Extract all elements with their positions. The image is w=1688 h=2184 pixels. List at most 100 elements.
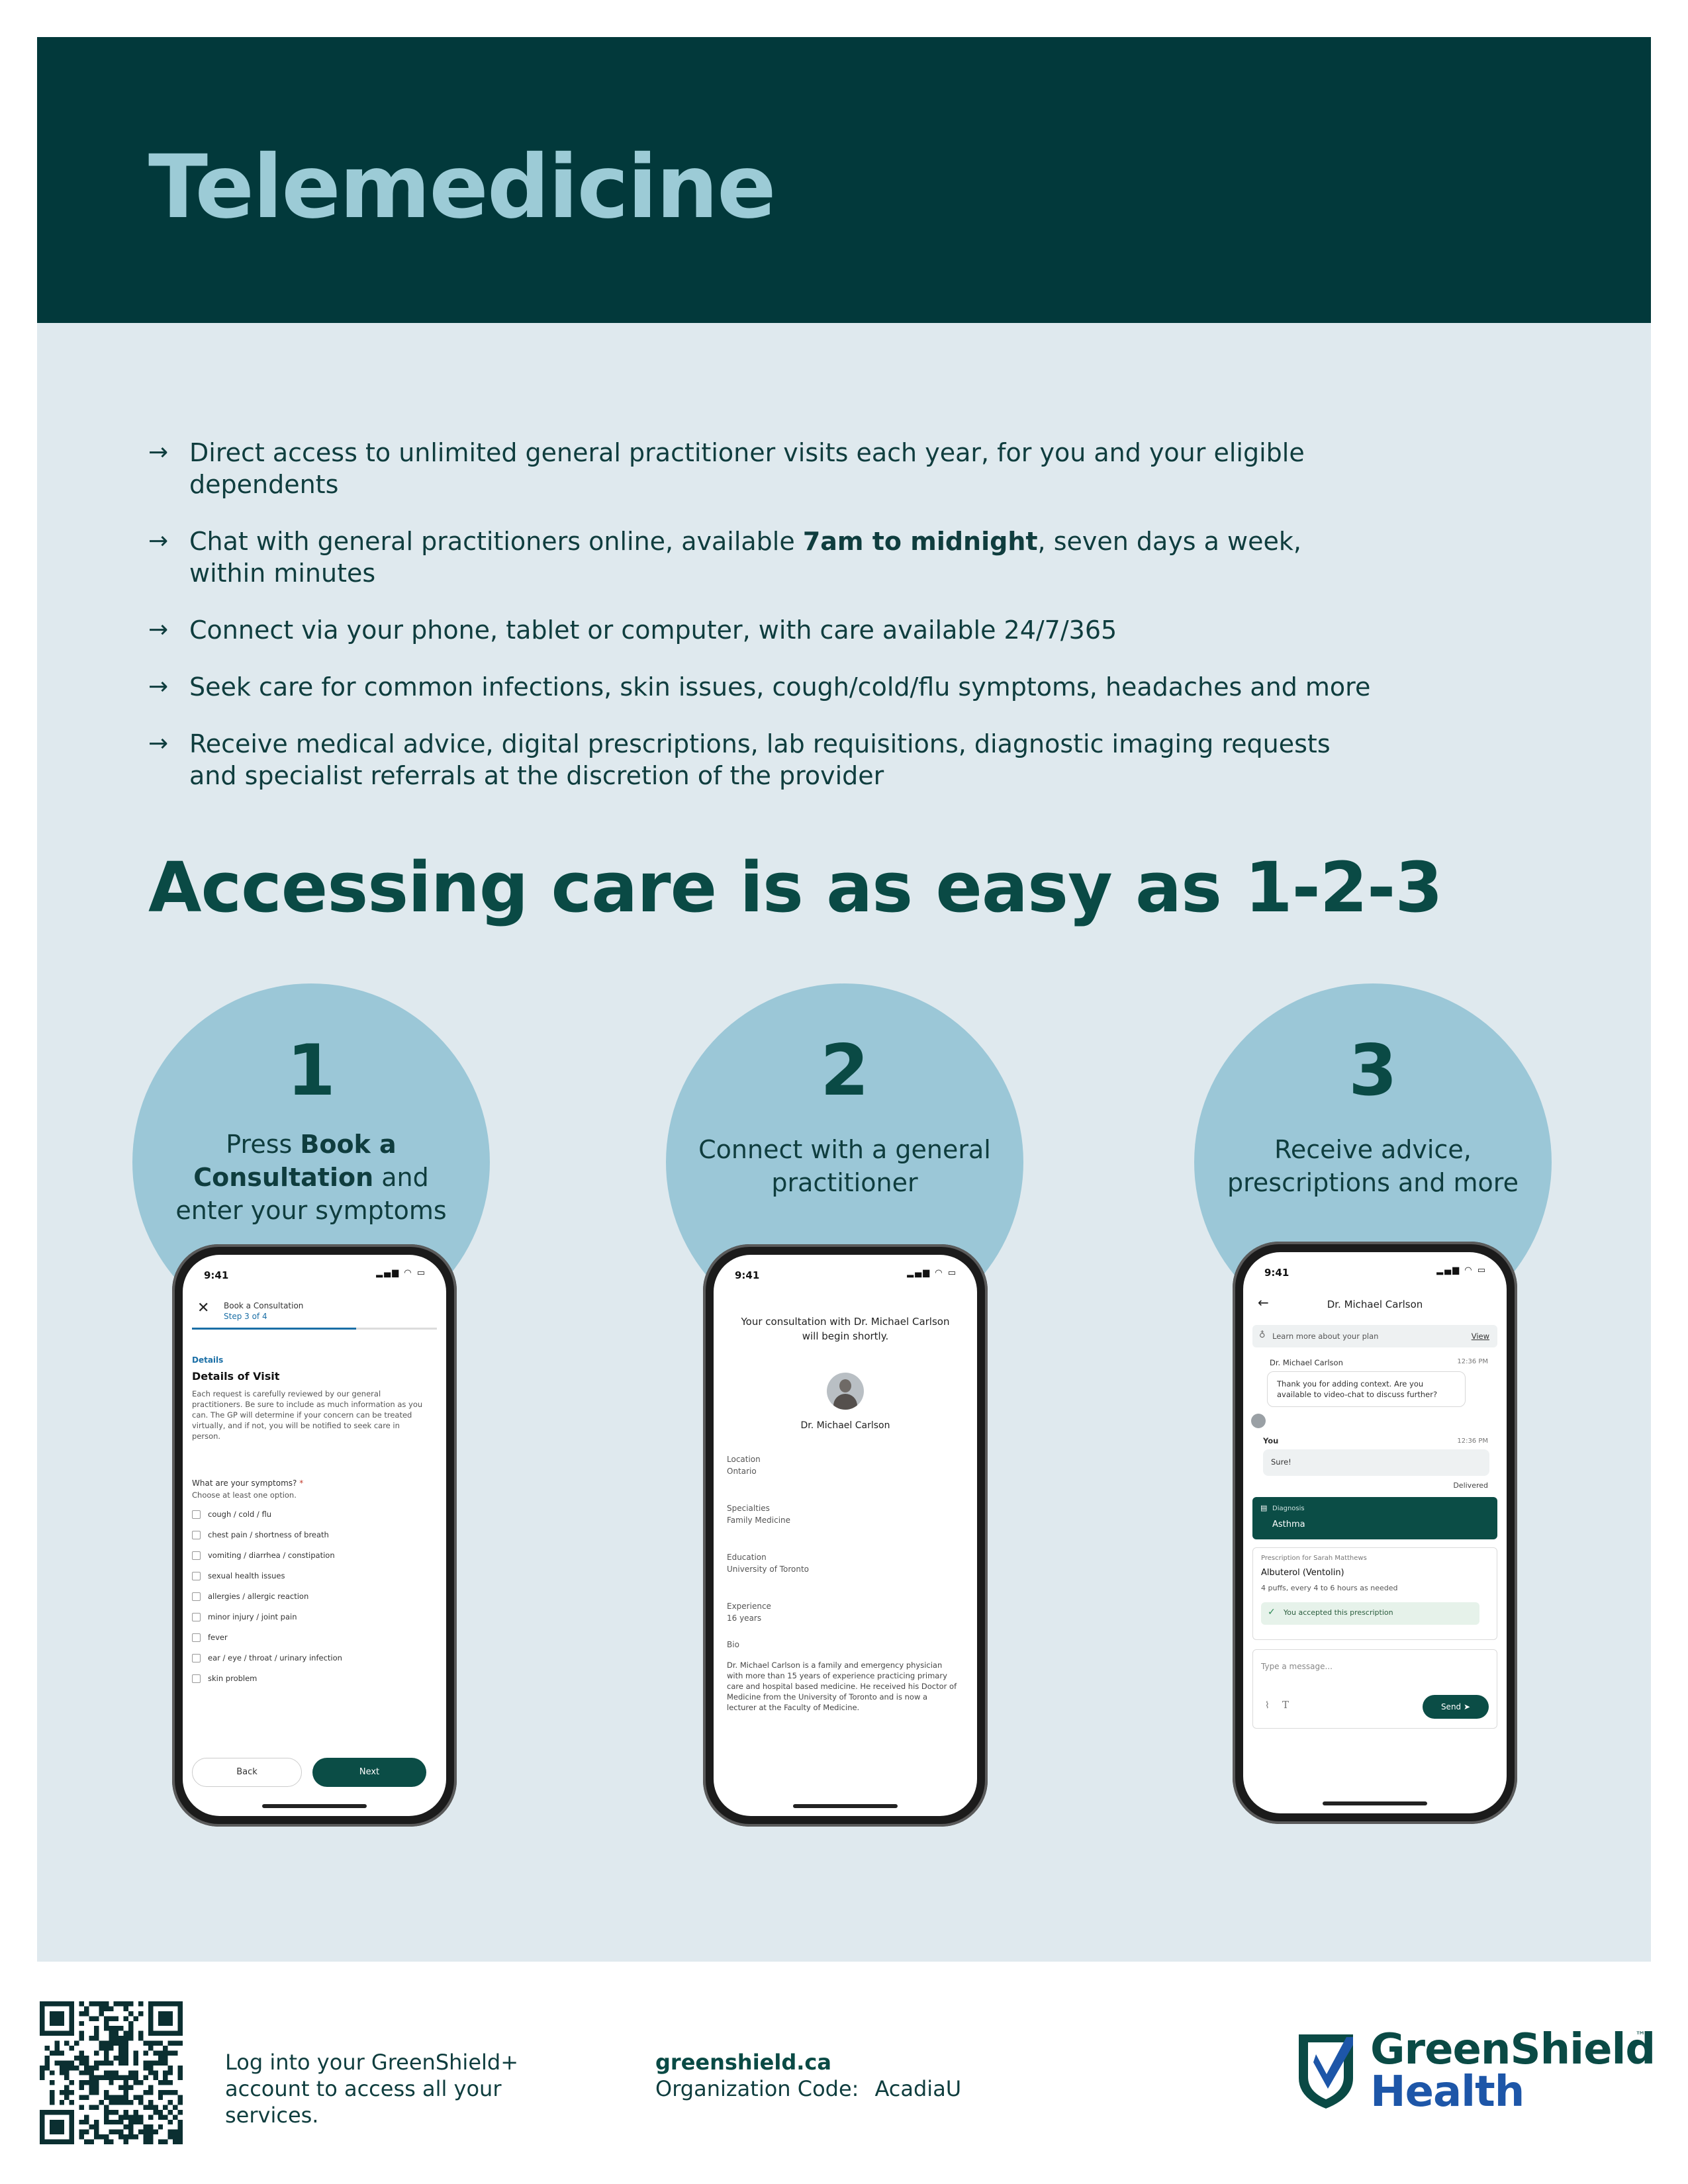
org-code-label: Organization Code:: [655, 2076, 859, 2101]
field-label: Location: [727, 1455, 761, 1464]
phone-screen: 9:41 ▂▄▆ ◠ ▭ Your consultation with Dr. …: [714, 1255, 977, 1816]
home-indicator: [262, 1804, 367, 1808]
reply-time: 12:36 PM: [1457, 1437, 1488, 1445]
greenshield-logo: GreenShield ™ Health: [1296, 2025, 1656, 2118]
arrow-right-icon: →: [148, 527, 169, 555]
field-label: Specialties: [727, 1504, 770, 1513]
accepted-badge: ✓ You accepted this prescription: [1261, 1602, 1479, 1625]
prescription-name: Albuterol (Ventolin): [1261, 1568, 1344, 1578]
symptom-option[interactable]: allergies / allergic reaction: [192, 1591, 430, 1612]
benefit-list: →Direct access to unlimited general prac…: [148, 437, 1380, 817]
phone-mockup-doctor: 9:41 ▂▄▆ ◠ ▭ Your consultation with Dr. …: [703, 1244, 988, 1827]
section-description: Each request is carefully reviewed by ou…: [192, 1389, 423, 1441]
signal-wifi-battery-icon: ▂▄▆ ◠ ▭: [907, 1268, 957, 1278]
send-button[interactable]: Send ➤: [1423, 1695, 1489, 1719]
website-link[interactable]: greenshield.ca: [655, 2050, 831, 2075]
field-label: Bio: [727, 1640, 739, 1649]
checkbox[interactable]: [192, 1674, 201, 1683]
trademark-symbol: ™: [1635, 2029, 1646, 2042]
send-icon: ➤: [1464, 1702, 1471, 1711]
field-value: University of Toronto: [727, 1565, 810, 1574]
status-time: 9:41: [735, 1269, 760, 1281]
section-label: Details: [192, 1355, 224, 1365]
attach-icon[interactable]: ⌇: [1265, 1700, 1270, 1711]
doctor-bio: Dr. Michael Carlson is a family and emer…: [727, 1661, 957, 1712]
home-indicator: [793, 1804, 898, 1808]
next-button[interactable]: Next: [312, 1758, 426, 1787]
checkbox[interactable]: [192, 1613, 201, 1621]
qr-code-graphic: [40, 2001, 183, 2144]
symptom-option[interactable]: cough / cold / flu: [192, 1509, 430, 1529]
check-circle-icon: ✓: [1268, 1607, 1276, 1617]
checkbox[interactable]: [192, 1531, 201, 1539]
chat-title: Dr. Michael Carlson: [1327, 1298, 1423, 1310]
symptom-option[interactable]: chest pain / shortness of breath: [192, 1529, 430, 1550]
view-link[interactable]: View: [1471, 1332, 1489, 1341]
prescription-card: Prescription for Sarah Matthews Albutero…: [1252, 1547, 1497, 1640]
field-label: Education: [727, 1553, 767, 1562]
org-code-value: AcadiaU: [874, 2076, 962, 2101]
text-format-icon[interactable]: T: [1282, 1699, 1289, 1711]
reply-sender: You: [1263, 1436, 1279, 1445]
phone-screen: 9:41 ▂▄▆ ◠ ▭ ✕ Book a Consultation Step …: [183, 1255, 446, 1816]
benefit-item: →Chat with general practitioners online,…: [148, 527, 1301, 588]
shield-icon: [1299, 2034, 1353, 2109]
qr-code: [40, 2001, 183, 2144]
step-number: 2: [820, 1030, 869, 1111]
option-label: skin problem: [208, 1674, 258, 1683]
option-label: cough / cold / flu: [208, 1510, 271, 1519]
step-number: 3: [1348, 1030, 1397, 1111]
checkbox[interactable]: [192, 1654, 201, 1662]
logo-text-greenshield: GreenShield: [1370, 2025, 1656, 2074]
consultation-intro: Your consultation with Dr. Michael Carls…: [741, 1316, 950, 1342]
phone-screen: 9:41 ▂▄▆ ◠ ▭ ← Dr. Michael Carlson ♁ Lea…: [1243, 1252, 1507, 1813]
symptom-option[interactable]: sexual health issues: [192, 1570, 430, 1591]
doctor-details: Location Ontario Specialties Family Medi…: [727, 1453, 809, 1651]
symptom-option[interactable]: minor injury / joint pain: [192, 1612, 430, 1632]
reply-bubble: Sure!: [1263, 1449, 1489, 1476]
symptom-option[interactable]: vomiting / diarrhea / constipation: [192, 1550, 430, 1570]
doctor-avatar: [827, 1373, 864, 1410]
step-caption: Receive advice, prescriptions and more: [1227, 1135, 1519, 1197]
checkbox[interactable]: [192, 1551, 201, 1560]
message-sender: Dr. Michael Carlson: [1270, 1358, 1343, 1367]
option-label: fever: [208, 1633, 228, 1642]
arrow-right-icon: →: [148, 616, 169, 643]
screen-title: Book a Consultation: [224, 1301, 304, 1310]
symptom-option[interactable]: ear / eye / throat / urinary infection: [192, 1653, 430, 1673]
back-arrow-icon[interactable]: ←: [1258, 1295, 1269, 1310]
checkbox[interactable]: [192, 1633, 201, 1642]
step-indicator: Step 3 of 4: [224, 1312, 267, 1321]
symptom-option[interactable]: skin problem: [192, 1673, 430, 1694]
checkbox[interactable]: [192, 1572, 201, 1580]
back-button[interactable]: Back: [192, 1758, 302, 1787]
field-value: 16 years: [727, 1614, 762, 1623]
benefit-item: →Connect via your phone, tablet or compu…: [148, 615, 1117, 645]
checkbox[interactable]: [192, 1592, 201, 1601]
logo-text-health: Health: [1370, 2068, 1524, 2116]
arrow-right-icon: →: [148, 673, 169, 700]
option-label: minor injury / joint pain: [208, 1612, 297, 1621]
step-caption: Connect with a general practitioner: [698, 1135, 991, 1197]
step-number: 1: [287, 1030, 336, 1111]
status-time: 9:41: [1264, 1267, 1289, 1279]
option-label: chest pain / shortness of breath: [208, 1530, 329, 1539]
close-icon[interactable]: ✕: [197, 1300, 210, 1316]
symptom-question: What are your symptoms? *: [192, 1479, 304, 1488]
option-label: vomiting / diarrhea / constipation: [208, 1551, 335, 1560]
step-caption: Press Book a Consultation and enter your…: [175, 1130, 447, 1225]
message-input[interactable]: Type a message...: [1261, 1662, 1333, 1671]
field-value: Ontario: [727, 1467, 757, 1476]
page-title: Telemedicine: [148, 136, 776, 238]
diagnosis-value: Asthma: [1272, 1520, 1305, 1529]
delivered-status: Delivered: [1453, 1481, 1488, 1490]
plan-banner[interactable]: ♁ Learn more about your plan View: [1252, 1325, 1497, 1347]
signal-wifi-battery-icon: ▂▄▆ ◠ ▭: [376, 1268, 426, 1278]
diagnosis-card: ▤ Diagnosis Asthma: [1252, 1497, 1497, 1539]
organization-info: greenshield.ca Organization Code: AcadiaU: [655, 2049, 961, 2102]
checkbox[interactable]: [192, 1510, 201, 1519]
arrow-right-icon: →: [148, 439, 169, 466]
phone-mockup-booking: 9:41 ▂▄▆ ◠ ▭ ✕ Book a Consultation Step …: [172, 1244, 457, 1827]
symptom-option[interactable]: fever: [192, 1632, 430, 1653]
steps-heading: Accessing care is as easy as 1-2-3: [148, 847, 1443, 928]
